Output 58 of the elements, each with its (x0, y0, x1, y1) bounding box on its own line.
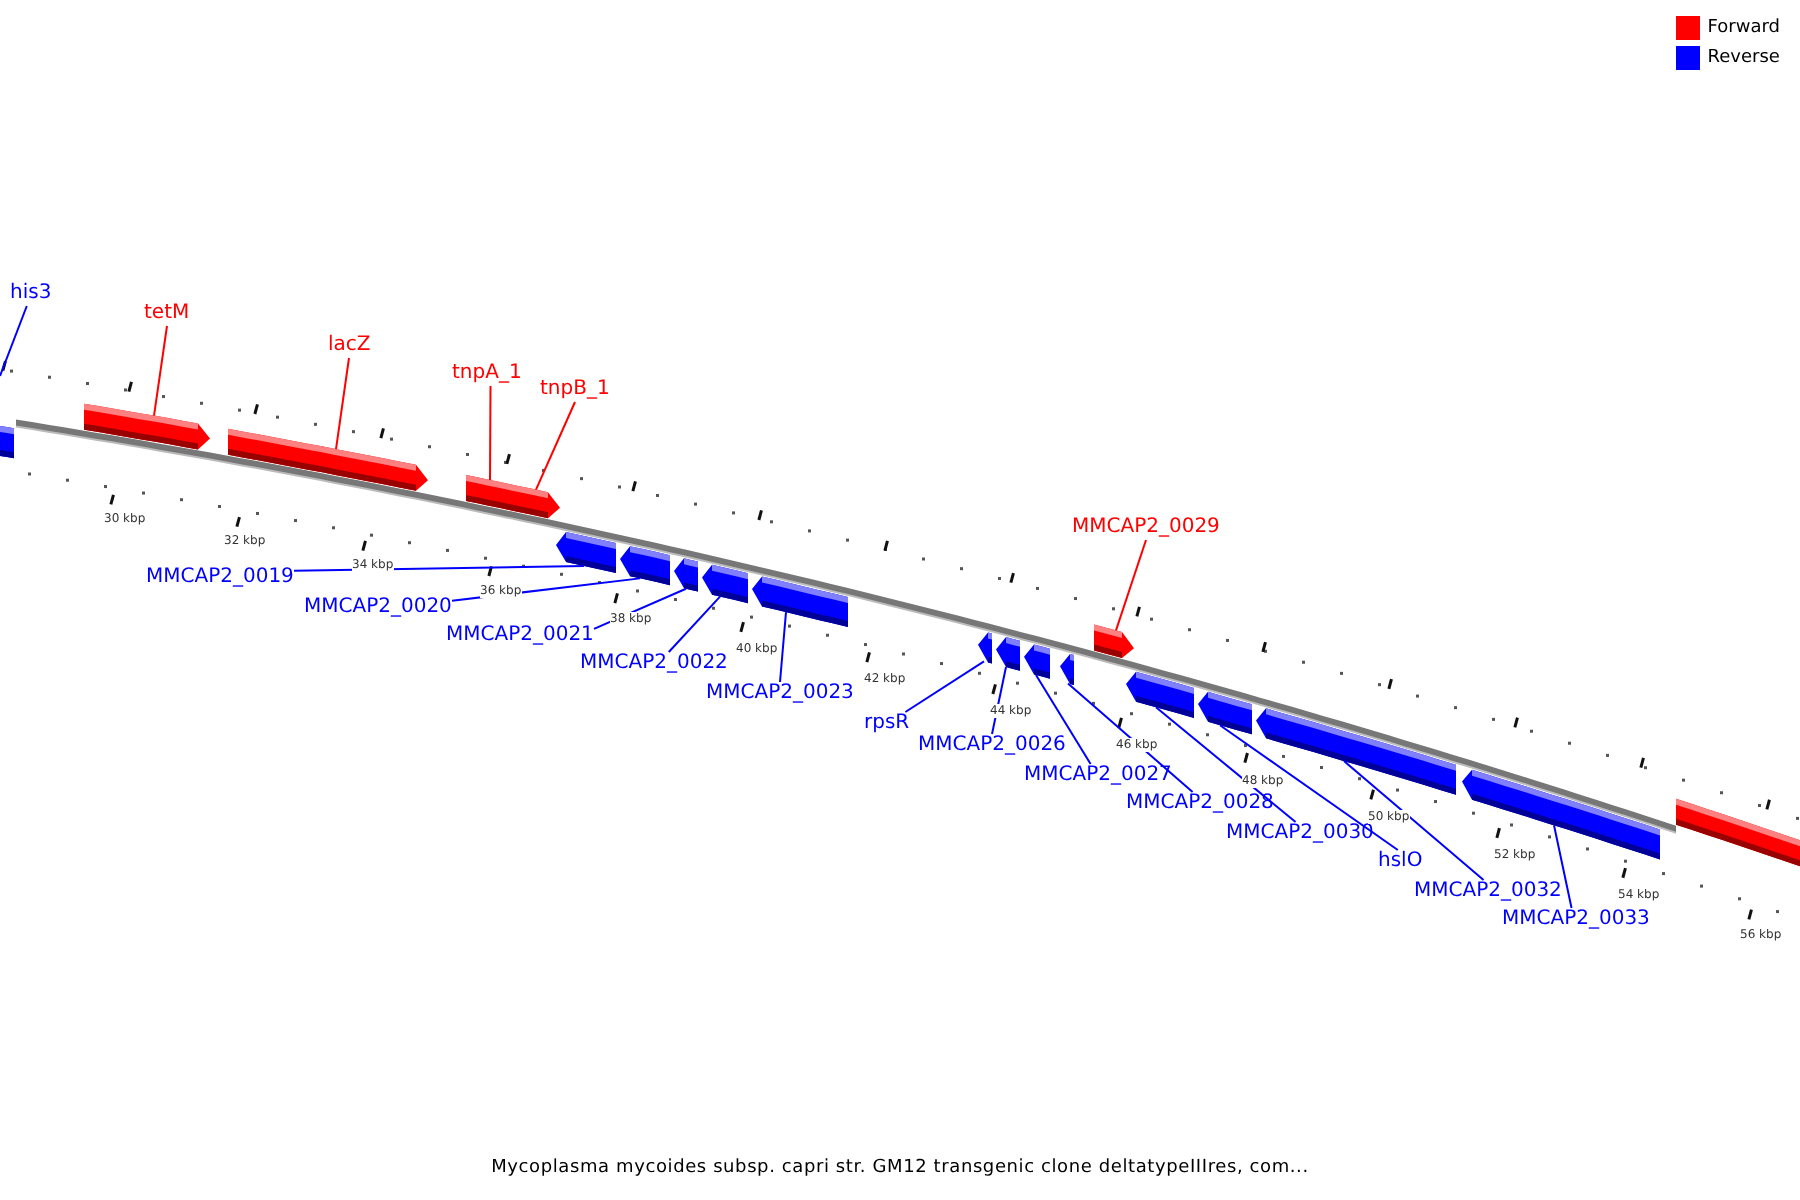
leader-line (153, 325, 168, 417)
gene-block (620, 546, 670, 586)
leader-line (991, 666, 1007, 735)
gene-label: MMCAP2_0020 (304, 596, 452, 620)
gene-block (228, 428, 428, 491)
leader-line (1219, 724, 1399, 851)
gene-label: MMCAP2_0032 (1414, 880, 1562, 904)
gene-label: hslO (1378, 850, 1423, 874)
gene-block (752, 576, 848, 628)
leader-line (451, 577, 641, 602)
leader-line (1155, 706, 1297, 823)
gene-block (996, 637, 1020, 671)
leader-line (904, 660, 985, 713)
leader-line (1035, 673, 1092, 765)
leader-line (1067, 682, 1194, 793)
legend-label: Reverse (1707, 46, 1780, 70)
gene-label: MMCAP2_0026 (918, 734, 1066, 758)
gene-block (1676, 798, 1800, 867)
leader-line (779, 611, 787, 683)
leader-line (1343, 760, 1485, 881)
gene-label: MMCAP2_0027 (1024, 764, 1172, 788)
leader-line (335, 357, 350, 451)
gene-label: MMCAP2_0023 (706, 682, 854, 706)
gene-label: tnpA_1 (452, 362, 522, 386)
gene-block (702, 564, 748, 604)
gene-label: MMCAP2_0028 (1126, 792, 1274, 816)
gene-label: rpsR (864, 712, 910, 736)
gene-label: lacZ (328, 334, 371, 358)
gene-block (556, 532, 616, 574)
gene-block (1060, 653, 1074, 686)
gene-block (466, 475, 500, 509)
gene-block (1462, 769, 1660, 860)
legend-label: Forward (1707, 16, 1780, 40)
gene-label: MMCAP2_0029 (1072, 516, 1220, 540)
gene-block (1198, 691, 1252, 735)
gene-label: MMCAP2_0033 (1502, 908, 1650, 932)
gene-label: tetM (144, 302, 190, 326)
gene-block (1256, 708, 1456, 795)
gene-block (84, 403, 210, 450)
leader-line (293, 565, 585, 572)
gene-block (978, 632, 992, 664)
gene-block (1126, 671, 1194, 718)
caption: Mycoplasma mycoides subsp. capri str. GM12 transgenic clone deltatypeIIIres, com... (491, 1156, 1309, 1182)
gene-block (500, 482, 560, 519)
gene-label: MMCAP2_0021 (446, 624, 594, 648)
gene-label: MMCAP2_0022 (580, 652, 728, 676)
gene-label: MMCAP2_0019 (146, 566, 294, 590)
gene-block (1094, 624, 1134, 658)
leader-line (1553, 824, 1573, 909)
gene-label: tnpB_1 (540, 378, 610, 402)
leader-line (1115, 539, 1147, 632)
gene-block (1024, 644, 1050, 679)
gene-block (0, 426, 14, 459)
gene-block (674, 558, 698, 592)
leader-line (667, 595, 721, 653)
leader-line (0, 305, 28, 377)
gene-label: MMCAP2_0030 (1226, 822, 1374, 846)
gene-label: his3 (10, 282, 52, 306)
